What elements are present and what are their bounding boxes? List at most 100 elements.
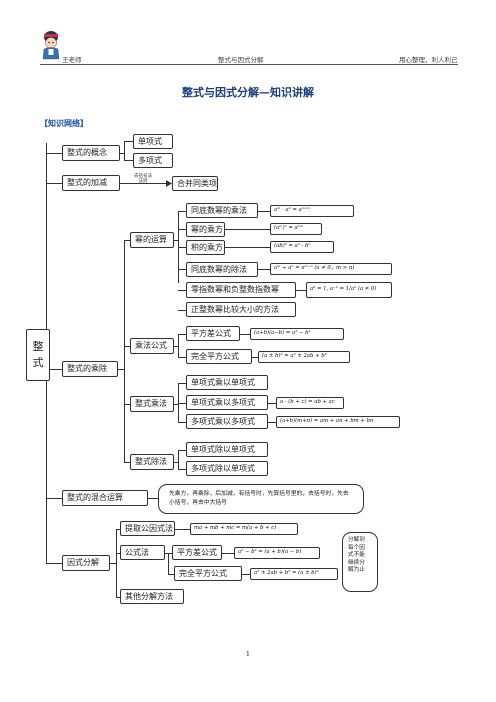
node-mixed-ops: 整式的混合运算 bbox=[62, 490, 148, 506]
connector-line bbox=[268, 403, 276, 404]
node-poly-times-poly: 多项式乘以多项式 bbox=[186, 414, 268, 429]
node-mult-formula: 乘法公式 bbox=[130, 338, 174, 354]
connector-line bbox=[178, 334, 186, 335]
connector-line bbox=[175, 529, 190, 530]
connector-line bbox=[118, 369, 124, 370]
page-number: 1 bbox=[245, 650, 251, 658]
connector-line bbox=[178, 422, 186, 423]
teacher-logo-icon bbox=[42, 31, 60, 60]
node-common-factor: 提取公因式法 bbox=[120, 521, 175, 536]
connector-line bbox=[116, 553, 120, 554]
connector-line bbox=[124, 240, 125, 462]
node-diff-of-squares: 平方差公式 bbox=[186, 326, 240, 341]
formula-diff-of-squares: (a+b)(a−b) = a² − b² bbox=[250, 328, 344, 340]
node-mono-times-poly: 单项式乘以多项式 bbox=[186, 395, 268, 410]
connector-line bbox=[178, 269, 186, 270]
formula-poly-times-poly: (a+b)(m+n) = am + an + bm + bn bbox=[276, 416, 400, 428]
connector-line bbox=[178, 247, 186, 248]
node-factor-diff-squares: 平方差公式 bbox=[172, 545, 222, 560]
factorization-side-note: 分解到 每个因 式不能 继续分 解为止 bbox=[342, 532, 378, 592]
connector-line bbox=[124, 404, 130, 405]
connector-line bbox=[168, 553, 169, 574]
connector-line bbox=[174, 240, 178, 241]
node-power-compare-method: 正整数幂比较大小的方法 bbox=[186, 302, 296, 317]
formula-perfect-square: (a ± b)² = a² ± 2ab + b² bbox=[258, 351, 350, 363]
node-poly-div-mono: 多项式除以单项式 bbox=[186, 461, 268, 476]
connector-line bbox=[296, 290, 306, 291]
mixed-ops-rule-note: 先乘方，再乘除，后加减，有括号时，先算括号里的，去括号时，先去小括号，再去中大括… bbox=[158, 484, 364, 514]
node-concept: 整式的概念 bbox=[62, 145, 120, 161]
connector-line bbox=[46, 498, 62, 499]
node-other-methods: 其他分解方法 bbox=[120, 589, 184, 604]
connector-line bbox=[240, 334, 250, 335]
node-mono-div-mono: 单项式除以单项式 bbox=[186, 442, 268, 457]
connector-line bbox=[225, 229, 270, 230]
node-addsub: 整式的加减 bbox=[62, 175, 120, 191]
connector-line bbox=[258, 211, 270, 212]
connector-line bbox=[124, 462, 130, 463]
node-polynomial: 多项式 bbox=[133, 153, 173, 168]
page-title: 整式与因式分解—知识讲解 bbox=[182, 86, 314, 99]
connector-line bbox=[116, 597, 120, 598]
connector-line bbox=[222, 553, 234, 554]
formula-mono-times-poly: a · (b + c) = ab + ac bbox=[276, 397, 344, 409]
node-mono-times-mono: 单项式乘以单项式 bbox=[186, 375, 268, 390]
connector-line bbox=[46, 183, 62, 184]
note-bracket-rule: 去括号法 法则 bbox=[134, 174, 152, 185]
node-formula-method: 公式法 bbox=[120, 545, 165, 560]
formula-common-factor: ma + mb + mc = m(a + b + c) bbox=[190, 523, 298, 535]
connector-line bbox=[124, 160, 133, 161]
arrow-head-icon bbox=[166, 180, 172, 187]
connector-line bbox=[258, 269, 270, 270]
node-power-product-rule: 同底数幂的乘法 bbox=[186, 203, 258, 218]
connector-line bbox=[178, 403, 186, 404]
connector-line bbox=[46, 153, 62, 154]
node-poly-div: 整式除法 bbox=[130, 454, 174, 470]
node-poly-mult: 整式乘法 bbox=[130, 396, 174, 412]
node-factorization: 因式分解 bbox=[62, 555, 110, 571]
connector-line bbox=[178, 469, 186, 470]
formula-power-product: aᵐ · aⁿ = aᵐ⁺ⁿ bbox=[270, 205, 354, 217]
header-motto: 用心整理，利人利己 bbox=[399, 56, 458, 64]
node-power-of-power: 幂的乘方 bbox=[186, 222, 225, 237]
node-power-of-product: 积的乘方 bbox=[186, 240, 225, 255]
header-author: 王老师 bbox=[62, 56, 82, 64]
connector-line bbox=[178, 450, 186, 451]
connector-line bbox=[116, 529, 120, 530]
node-muldiv: 整式的乘除 bbox=[62, 361, 118, 377]
connector-line bbox=[124, 141, 133, 142]
connector-line bbox=[178, 383, 186, 384]
node-factor-perfect-square: 完全平方公式 bbox=[174, 566, 242, 581]
connector-line bbox=[124, 141, 125, 160]
header-rule bbox=[40, 64, 458, 65]
formula-zero-negative-exponent: a⁰ = 1, a⁻ⁿ = 1/aⁿ (a ≠ 0) bbox=[306, 282, 392, 298]
formula-power-of-product: (ab)ⁿ = aⁿ · bⁿ bbox=[270, 241, 334, 253]
arrow-line bbox=[120, 183, 170, 184]
connector-line bbox=[178, 290, 186, 291]
connector-line bbox=[46, 369, 62, 370]
connector-line bbox=[174, 462, 178, 463]
header-topic: 整式与因式分解 bbox=[218, 56, 264, 64]
connector-line bbox=[225, 247, 270, 248]
node-monomial: 单项式 bbox=[133, 134, 173, 149]
node-power-quotient-rule: 同底数幂的除法 bbox=[186, 262, 258, 277]
connector-line bbox=[178, 450, 179, 470]
formula-power-of-power: (aᵐ)ⁿ = aᵐⁿ bbox=[270, 223, 322, 235]
connector-line bbox=[168, 574, 174, 575]
connector-line bbox=[252, 357, 258, 358]
formula-factor-perfect-square: a² ± 2ab + b² = (a ± b)² bbox=[250, 568, 338, 580]
connector-line bbox=[178, 229, 186, 230]
connector-line bbox=[174, 346, 178, 347]
connector-line bbox=[116, 529, 117, 597]
connector-line bbox=[174, 404, 178, 405]
connector-line bbox=[124, 240, 130, 241]
node-perfect-square: 完全平方公式 bbox=[186, 349, 252, 364]
root-node: 整 式 bbox=[26, 329, 50, 381]
connector-line bbox=[46, 563, 62, 564]
connector-line bbox=[120, 153, 124, 154]
connector-line bbox=[178, 334, 179, 358]
connector-line bbox=[178, 310, 186, 311]
connector-line bbox=[242, 574, 250, 575]
formula-factor-diff-squares: a² − b² = (a + b)(a − b) bbox=[234, 547, 320, 559]
node-merge-like-terms: 合并同类项 bbox=[172, 176, 218, 191]
